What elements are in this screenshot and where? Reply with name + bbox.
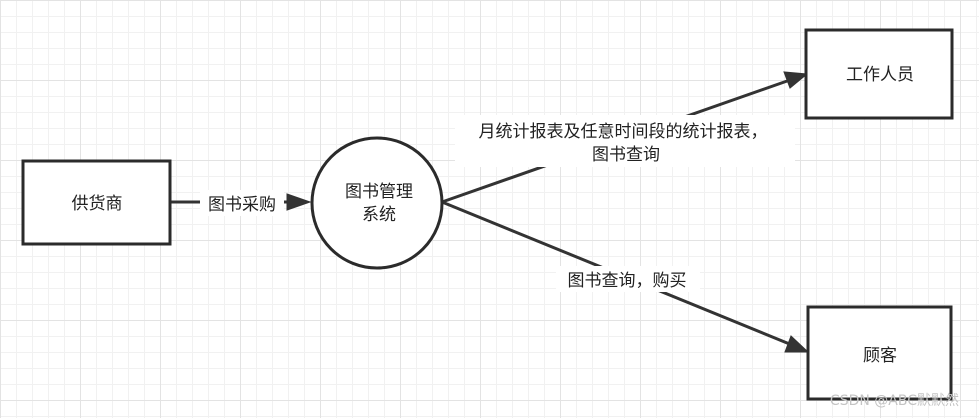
node-customer[interactable]: 顾客: [806, 305, 953, 401]
node-customer-label: 顾客: [863, 346, 897, 366]
edge-label-purchase: 图书采购: [208, 195, 276, 215]
arrowheads: [286, 71, 810, 353]
node-supplier-box: [21, 159, 172, 246]
edge-label-purchase-bg: [200, 190, 284, 216]
arrowhead-system: [286, 193, 312, 211]
watermark: CSDN @ABC默默然: [829, 393, 959, 409]
node-system-circle: [310, 136, 444, 270]
node-staff-box: [804, 28, 954, 120]
node-supplier[interactable]: 供货商: [21, 159, 172, 246]
edge-label-reports-line-1: 月统计报表及任意时间段的统计报表，: [479, 122, 768, 142]
arrowhead-staff: [783, 71, 809, 89]
node-system[interactable]: 图书管理 系统: [310, 136, 444, 270]
node-staff[interactable]: 工作人员: [804, 28, 954, 120]
arrowhead-customer: [784, 335, 810, 353]
edge-labels: 图书采购 月统计报表及任意时间段的统计报表， 图书查询 图书查询，购买: [200, 115, 795, 292]
node-supplier-label: 供货商: [72, 194, 123, 214]
node-staff-label: 工作人员: [846, 65, 914, 85]
edge-label-reports-bg: [455, 115, 795, 167]
node-customer-box: [806, 305, 953, 401]
edge-label-query-buy-bg: [556, 266, 700, 292]
node-system-label-line-2: 系统: [362, 205, 396, 225]
node-system-label-line-1: 图书管理: [345, 182, 413, 202]
edge-label-reports-line-2: 图书查询: [592, 145, 660, 165]
edge-label-query-buy: 图书查询，购买: [568, 271, 687, 291]
